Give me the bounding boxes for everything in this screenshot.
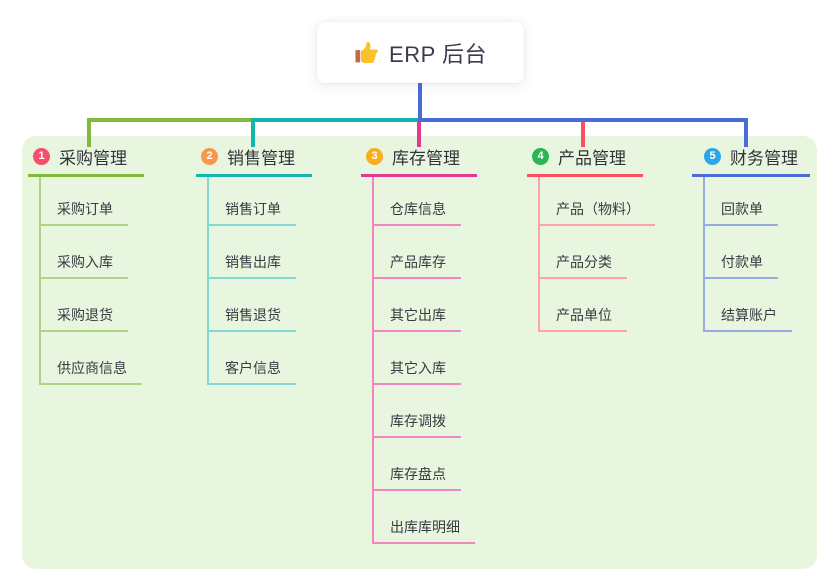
branch-number-badge: 5 (704, 148, 721, 165)
branch-finance-management: 5 财务管理 回款单 付款单 结算账户 (692, 147, 810, 332)
child-node[interactable]: 销售订单 (209, 177, 296, 226)
connector-drop-branch-4 (581, 122, 585, 147)
branch-label: 库存管理 (392, 149, 460, 168)
branch-title-inventory[interactable]: 3 库存管理 (361, 147, 477, 177)
child-node[interactable]: 仓库信息 (374, 177, 461, 226)
child-node[interactable]: 其它入库 (374, 332, 461, 385)
branch-label: 财务管理 (730, 149, 798, 168)
connector-drop-branch-2 (251, 118, 255, 147)
child-node[interactable]: 库存调拨 (374, 385, 461, 438)
branch-inventory-management: 3 库存管理 仓库信息 产品库存 其它出库 其它入库 库存调拨 库存盘点 出库库… (361, 147, 477, 544)
root-node[interactable]: ERP 后台 (317, 22, 524, 83)
branch-children: 采购订单 采购入库 采购退货 供应商信息 (39, 177, 144, 385)
branch-title-sales[interactable]: 2 销售管理 (196, 147, 312, 177)
child-node[interactable]: 采购订单 (41, 177, 128, 226)
root-connector-stub (418, 83, 422, 119)
child-node[interactable]: 产品（物料） (540, 177, 655, 226)
connector-drop-branch-1 (87, 118, 91, 147)
child-node[interactable]: 销售出库 (209, 226, 296, 279)
connector-horizontal-branch-1 (87, 118, 253, 122)
branch-purchase-management: 1 采购管理 采购订单 采购入库 采购退货 供应商信息 (28, 147, 144, 385)
connector-horizontal-branch-5 (418, 118, 748, 122)
branch-sales-management: 2 销售管理 销售订单 销售出库 销售退货 客户信息 (196, 147, 312, 385)
branch-label: 销售管理 (227, 149, 295, 168)
branch-number-badge: 2 (201, 148, 218, 165)
branch-product-management: 4 产品管理 产品（物料） 产品分类 产品单位 (527, 147, 655, 332)
branch-number-badge: 4 (532, 148, 549, 165)
child-node[interactable]: 产品单位 (540, 279, 627, 332)
child-node[interactable]: 付款单 (705, 226, 778, 279)
child-node[interactable]: 销售退货 (209, 279, 296, 332)
branch-title-purchase[interactable]: 1 采购管理 (28, 147, 144, 177)
child-node[interactable]: 回款单 (705, 177, 778, 226)
branch-number-badge: 3 (366, 148, 383, 165)
child-node[interactable]: 供应商信息 (41, 332, 142, 385)
branch-children: 产品（物料） 产品分类 产品单位 (538, 177, 655, 332)
branch-label: 采购管理 (59, 149, 127, 168)
child-node[interactable]: 采购入库 (41, 226, 128, 279)
child-node[interactable]: 客户信息 (209, 332, 296, 385)
branch-number-badge: 1 (33, 148, 50, 165)
child-node[interactable]: 结算账户 (705, 279, 792, 332)
branch-children: 仓库信息 产品库存 其它出库 其它入库 库存调拨 库存盘点 出库库明细 (372, 177, 477, 544)
child-node[interactable]: 出库库明细 (374, 491, 475, 544)
root-node-label: ERP 后台 (389, 41, 487, 67)
child-node[interactable]: 采购退货 (41, 279, 128, 332)
child-node[interactable]: 产品库存 (374, 226, 461, 279)
branches-background-panel (22, 136, 817, 569)
branch-children: 销售订单 销售出库 销售退货 客户信息 (207, 177, 312, 385)
connector-horizontal-branch-2 (251, 118, 419, 122)
branch-title-product[interactable]: 4 产品管理 (527, 147, 643, 177)
child-node[interactable]: 库存盘点 (374, 438, 461, 491)
child-node[interactable]: 其它出库 (374, 279, 461, 332)
branch-label: 产品管理 (558, 149, 626, 168)
thumbs-up-icon (355, 41, 379, 63)
branch-children: 回款单 付款单 结算账户 (703, 177, 810, 332)
connector-drop-branch-5 (744, 122, 748, 147)
child-node[interactable]: 产品分类 (540, 226, 627, 279)
branch-title-finance[interactable]: 5 财务管理 (692, 147, 810, 177)
connector-drop-branch-3 (417, 122, 421, 147)
